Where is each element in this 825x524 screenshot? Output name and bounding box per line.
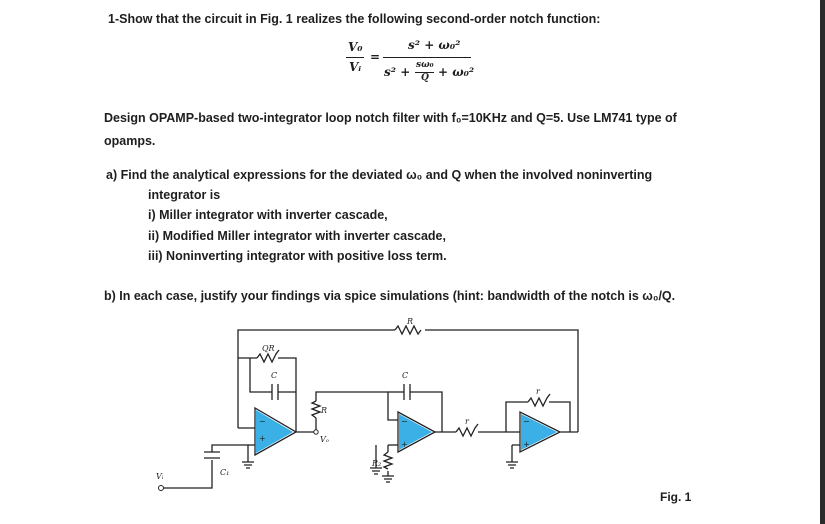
wire-top-right: [425, 329, 579, 432]
part-a-item-3: iii) Noninverting integrator with positi…: [148, 249, 447, 263]
part-a-intro-line1: a) Find the analytical expressions for t…: [106, 168, 653, 182]
design-text-line1: Design OPAMP-based two-integrator loop n…: [104, 111, 677, 125]
opamp2-plus: +: [401, 440, 408, 449]
label-top-R: R: [406, 317, 413, 326]
opamp3-plus: +: [523, 440, 530, 449]
resistor-R2: [382, 451, 394, 470]
resistor-R-mid: [310, 400, 322, 419]
eq-rhs-denominator-part2: + ω₀²: [438, 65, 475, 79]
opamp3-minus: −: [523, 417, 530, 426]
resistor-r-top: [527, 393, 551, 408]
label-r-bottom: r: [465, 417, 470, 426]
resistor-QR: [256, 349, 280, 364]
part-a-item-2: ii) Modified Miller integrator with inve…: [148, 229, 446, 243]
label-QR: QR: [262, 344, 275, 353]
opamp-3: [519, 410, 562, 454]
label-C-first: C: [271, 371, 277, 380]
opamp2-minus: −: [401, 417, 408, 426]
resistor-r-bottom: [455, 423, 479, 438]
eq-inner-denominator: Q: [421, 73, 429, 83]
eq-rhs-denominator-part1: s² +: [384, 65, 411, 79]
eq-lhs-denominator: Vᵢ: [349, 60, 362, 74]
label-R2: R₂: [371, 459, 381, 468]
eq-rhs-numerator: s² + ω₀²: [408, 38, 461, 52]
label-C-second: C: [402, 371, 408, 380]
figure-caption: Fig. 1: [660, 490, 692, 504]
label-Vo: Vₒ: [320, 435, 329, 444]
wire-top-left: [237, 329, 395, 428]
label-r-top: r: [536, 387, 541, 396]
opamp1-minus: −: [259, 417, 266, 426]
capacitor-C-first: [271, 384, 279, 400]
label-C1: C₁: [220, 468, 229, 477]
opamp-1: [254, 406, 298, 457]
label-Vi: Vᵢ: [156, 472, 164, 481]
eq-lhs-numerator: V₀: [348, 40, 363, 54]
input-terminal-Vi: [158, 485, 164, 491]
opamp1-plus: +: [259, 434, 266, 443]
design-text-line2: opamps.: [104, 134, 156, 148]
eq-rhs-fraction-bar: [383, 57, 471, 59]
capacitor-C-second: [403, 384, 411, 400]
eq-equals-sign: =: [370, 50, 381, 64]
resistor-R-top: [394, 324, 422, 336]
eq-inner-numerator: sω₀: [416, 60, 434, 70]
opamp-2: [397, 410, 437, 454]
part-a-item-1: i) Miller integrator with inverter casca…: [148, 208, 388, 222]
eq-inner-fraction-bar: [415, 72, 434, 73]
part-a-intro-line2: integrator is: [148, 188, 221, 202]
label-R-mid: R: [320, 406, 327, 415]
eq-lhs-fraction-bar: [346, 57, 364, 59]
part-b-text: b) In each case, justify your findings v…: [104, 289, 676, 303]
problem-heading: 1-Show that the circuit in Fig. 1 realiz…: [108, 12, 601, 26]
capacitor-C1: [204, 451, 220, 459]
output-terminal-Vo: [313, 429, 319, 435]
